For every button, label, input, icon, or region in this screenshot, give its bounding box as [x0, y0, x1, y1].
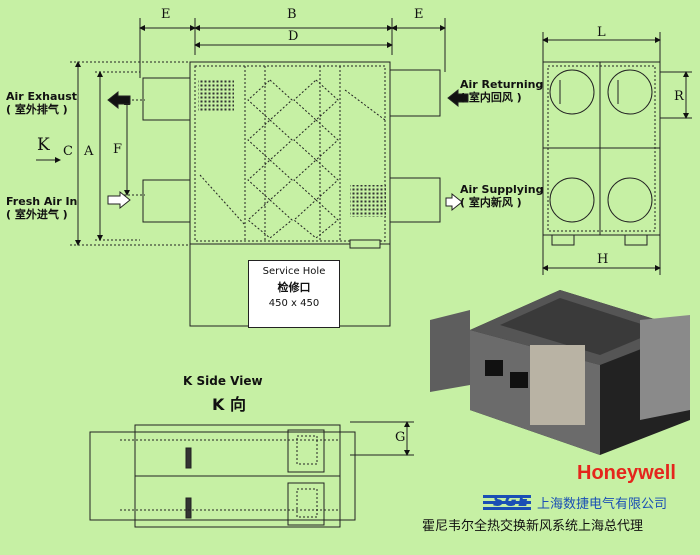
air-returning-label: Air Returning( 室内回风 ): [460, 78, 544, 104]
dim-a: A: [84, 144, 94, 159]
dim-l: L: [597, 25, 606, 40]
dim-e-right: E: [414, 7, 424, 22]
exhaust-grill: [198, 80, 234, 112]
k-side-view-drawing: [89, 421, 414, 528]
dim-b: B: [287, 7, 297, 22]
exhaust-arrow-icon: [107, 90, 131, 110]
dim-d: D: [288, 29, 299, 44]
sge-logo: [483, 495, 531, 510]
supply-grill: [350, 185, 386, 217]
fresh-air-in-label: Fresh Air In( 室外进气 ): [6, 195, 78, 221]
fresh-air-arrow-icon: [107, 190, 131, 210]
side-view: [542, 32, 692, 275]
return-arrow-icon: [447, 88, 469, 108]
dim-e-left: E: [161, 7, 171, 22]
dim-k: K: [37, 135, 50, 155]
air-exhaust-label: Air Exhaust( 室外排气 ): [6, 90, 78, 116]
k-view-title-cn: K 向: [212, 395, 246, 414]
service-hole-title: Service Hole: [262, 266, 326, 277]
fresh-air-duct: [142, 179, 191, 223]
dim-r: R: [674, 89, 684, 104]
honeywell-logo: Honeywell: [577, 462, 676, 484]
k-view-title: K Side View: [183, 374, 263, 388]
return-duct: [389, 69, 441, 117]
top-view: [36, 18, 469, 327]
service-hole-title-cn: 检修口: [277, 281, 311, 294]
service-hole-size: 450 x 450: [268, 298, 320, 309]
sge-logo-text: SGE: [493, 492, 530, 510]
product-photo: [430, 290, 690, 455]
dim-h: H: [597, 252, 609, 267]
service-hole-box: Service Hole 检修口 450 x 450: [248, 260, 340, 328]
company-name: 上海数捷电气有限公司: [537, 497, 668, 512]
dim-c: C: [63, 144, 73, 159]
dim-f: F: [113, 142, 123, 157]
supply-arrow-icon: [445, 192, 463, 212]
exhaust-duct: [142, 77, 191, 121]
tagline: 霍尼韦尔全热交换新风系统上海总代理: [422, 519, 644, 534]
air-supplying-label: Air Supplying( 室内新风 ): [460, 183, 544, 209]
supply-duct: [389, 177, 441, 223]
heat-exchanger-cores: [199, 79, 386, 239]
dim-g: G: [395, 430, 406, 445]
